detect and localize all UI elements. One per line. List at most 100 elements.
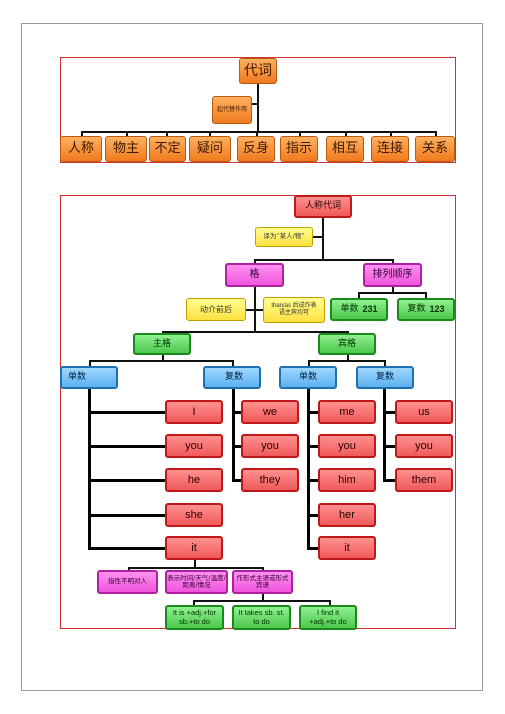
category-connective: 连接	[371, 136, 409, 162]
connector	[88, 479, 166, 482]
connector	[358, 292, 360, 299]
connector	[232, 360, 234, 367]
pronoun-overview-frame	[60, 57, 456, 163]
it-pattern-adj-for-line1: It is +adj.+for	[172, 607, 217, 617]
category-reciprocal: 相互	[326, 136, 364, 162]
case-note-right: than/as 后成作表 语主宾均可	[263, 297, 325, 323]
order-plural-node: 复数 123	[397, 298, 455, 321]
connector	[308, 360, 386, 362]
connector	[89, 360, 91, 367]
connector	[384, 360, 386, 367]
connector	[307, 514, 319, 517]
pronoun-you-object: you	[318, 434, 376, 458]
pronoun-they: they	[241, 468, 299, 492]
connector	[162, 331, 349, 333]
connector	[232, 389, 235, 482]
connector	[307, 389, 310, 549]
connector	[193, 600, 195, 606]
case-note-right-line1: than/as 后成作表	[271, 303, 317, 310]
nominative-node: 主格	[133, 333, 191, 355]
pronoun-it-object: it	[318, 536, 376, 560]
nominative-singular-node: 单数	[60, 366, 118, 389]
pronoun-she: she	[165, 503, 223, 527]
it-pattern-find-it-line1: I find it	[316, 607, 340, 617]
personal-root-node: 人称代词	[294, 195, 352, 218]
connector	[262, 567, 264, 572]
pronoun-it-subject: it	[165, 536, 223, 560]
connector	[307, 411, 319, 414]
pronoun-we: we	[241, 400, 299, 424]
connector	[392, 259, 394, 264]
it-pattern-find-it-line2: +adj.+to do	[309, 616, 347, 626]
nominative-plural-node: 复数	[203, 366, 261, 389]
case-node: 格	[225, 263, 284, 287]
connector	[313, 236, 323, 238]
category-personal: 人称	[60, 136, 102, 162]
order-node: 排列顺序	[363, 263, 422, 287]
pronoun-he: he	[165, 468, 223, 492]
connector	[194, 560, 196, 569]
connector	[81, 131, 83, 137]
it-use-gender-unknown: 指性不明对人	[97, 570, 158, 594]
connector	[81, 131, 437, 133]
order-plural-label: 复数	[407, 304, 426, 315]
connector	[162, 355, 164, 362]
connector	[193, 600, 331, 602]
connector	[299, 131, 301, 137]
connector	[128, 567, 130, 572]
meaning-node: 译为“某人/物”	[255, 227, 313, 247]
connector	[88, 547, 166, 550]
connector	[88, 389, 91, 549]
connector	[88, 514, 166, 517]
connector	[232, 411, 242, 414]
connector	[383, 411, 396, 414]
it-pattern-find-it: I find it +adj.+to do	[299, 605, 357, 630]
connector	[254, 259, 256, 264]
connector	[383, 479, 396, 482]
connector	[308, 360, 310, 367]
it-use-formal-subject: 作形式主语或形式宾语	[232, 570, 293, 594]
category-interrogative: 疑问	[189, 136, 231, 162]
order-plural-value: 123	[429, 304, 445, 315]
connector	[307, 445, 319, 448]
connector	[257, 84, 259, 132]
category-possessive: 物主	[105, 136, 147, 162]
order-singular-value: 231	[362, 304, 378, 315]
document-page	[21, 23, 483, 691]
connector	[322, 218, 324, 260]
connector	[232, 445, 242, 448]
case-note-left: 动介前后	[186, 298, 246, 321]
connector	[251, 103, 258, 105]
connector	[89, 360, 234, 362]
connector	[254, 259, 394, 261]
it-pattern-takes-line2: to do	[253, 616, 270, 626]
pronoun-root-node: 代词	[239, 58, 277, 84]
it-use-time-weather: 表示时间/天气/温度/距离/情况	[165, 570, 228, 594]
it-pattern-adj-for: It is +adj.+for sb.+to do	[165, 605, 224, 630]
connector	[256, 131, 258, 137]
connector	[425, 292, 427, 299]
pronoun-her: her	[318, 503, 376, 527]
pronoun-me: me	[318, 400, 376, 424]
connector	[329, 600, 331, 606]
it-pattern-takes: It takes sb. st. to do	[232, 605, 291, 630]
pronoun-us: us	[395, 400, 453, 424]
connector	[246, 309, 263, 311]
connector	[392, 287, 394, 294]
pronoun-him: him	[318, 468, 376, 492]
connector	[209, 131, 211, 137]
connector	[307, 547, 319, 550]
connector	[88, 411, 166, 414]
pronoun-them: them	[395, 468, 453, 492]
pronoun-you-plural-subject: you	[241, 434, 299, 458]
connector	[358, 292, 426, 294]
it-pattern-takes-line1: It takes sb. st.	[238, 607, 285, 617]
connector	[262, 594, 264, 602]
connector	[390, 131, 392, 137]
order-singular-label: 单数	[340, 304, 359, 315]
function-node: 起代替作用	[212, 96, 252, 124]
pronoun-I: I	[165, 400, 223, 424]
objective-plural-node: 复数	[356, 366, 414, 389]
pronoun-you-subject: you	[165, 434, 223, 458]
objective-node: 宾格	[318, 333, 376, 355]
